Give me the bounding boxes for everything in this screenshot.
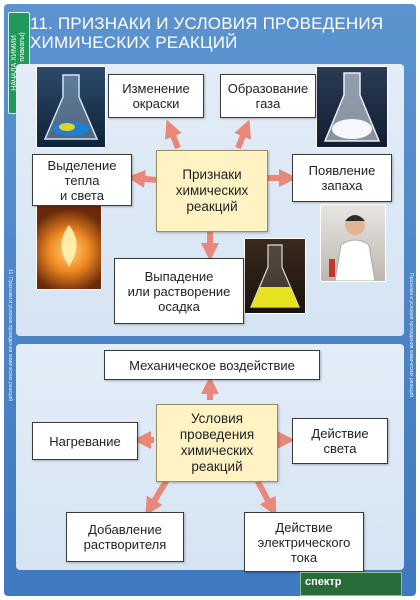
arrow-to-solvent [145, 476, 171, 516]
publisher-logo: спектр [300, 572, 402, 596]
flask-blue-icon [43, 74, 99, 140]
publisher-logo-text: спектр [305, 576, 342, 588]
arrow-to-current [253, 476, 277, 516]
box-conditions-center: Условия проведения химических реакций [156, 404, 278, 482]
box-solvent: Добавление растворителя [66, 512, 184, 562]
box-mechanical: Механическое воздействие [104, 350, 320, 380]
flask-gas-icon [323, 72, 381, 142]
box-precipitate: Выпадение или растворение осадка [114, 258, 244, 324]
arrow-to-gas [234, 119, 252, 150]
box-heating: Нагревание [32, 422, 138, 460]
box-heat-light: Выделение тепла и света [32, 154, 132, 206]
photo-precipitate [244, 238, 306, 314]
box-color-change: Изменение окраски [108, 74, 204, 118]
chemist-icon [329, 215, 376, 281]
box-light: Действие света [292, 418, 388, 464]
box-current: Действие электрического тока [244, 512, 364, 572]
box-signs-center: Признаки химических реакций [156, 150, 268, 232]
photo-heat-light [36, 204, 102, 290]
flask-yellow-icon [250, 244, 300, 308]
arrow-to-heat [127, 169, 157, 188]
box-gas: Образование газа [220, 74, 316, 118]
photo-smell [320, 204, 386, 282]
flame-icon [61, 225, 77, 267]
photo-gas [316, 66, 388, 148]
poster-title: 11. ПРИЗНАКИ И УСЛОВИЯ ПРОВЕДЕНИЯ ХИМИЧЕ… [30, 14, 384, 52]
photo-color-change [36, 66, 106, 148]
arrow-to-color [164, 119, 182, 150]
box-smell: Появление запаха [292, 154, 392, 202]
